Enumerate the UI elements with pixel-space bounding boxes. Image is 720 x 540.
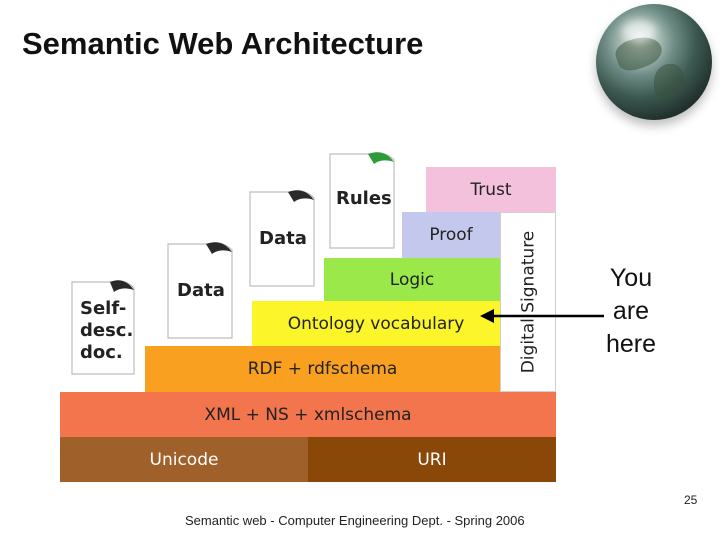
you-are-here-annotation: You are here <box>592 262 670 361</box>
self-desc-doc-line: Self- <box>80 298 127 319</box>
slide-title: Semantic Web Architecture <box>22 26 424 61</box>
data-doc-icon: Data <box>248 186 316 288</box>
rules-doc-label: Rules <box>336 188 392 209</box>
digital-signature-label: Digital Signature <box>518 230 538 374</box>
ontology-layer: Ontology vocabulary <box>252 301 500 346</box>
logic-layer: Logic <box>324 258 500 301</box>
digital-signature-layer: Digital Signature <box>500 212 556 392</box>
self-desc-doc-line: desc. <box>80 320 134 341</box>
you-are-here-arrow <box>480 309 604 323</box>
globe-landmass <box>654 64 684 100</box>
data-doc-icon: Data <box>166 238 234 340</box>
rdf-layer: RDF + rdfschema <box>145 346 500 392</box>
globe-icon <box>596 4 712 120</box>
slide-footer: Semantic web - Computer Engineering Dept… <box>185 513 525 528</box>
globe-highlight <box>622 20 656 42</box>
annotation-line: are <box>612 297 650 325</box>
data-doc-label: Data <box>259 228 307 249</box>
trust-layer: Trust <box>426 167 556 212</box>
rules-doc-icon: Rules <box>328 148 396 250</box>
annotation-line: here <box>605 330 657 358</box>
annotation-line: You <box>609 264 653 292</box>
self-desc-doc-icon: Self- desc. doc. <box>70 276 136 376</box>
uri-layer: URI <box>308 437 556 482</box>
self-desc-doc-line: doc. <box>80 342 123 363</box>
xml-layer: XML + NS + xmlschema <box>60 392 556 437</box>
unicode-layer: Unicode <box>60 437 308 482</box>
page-number: 25 <box>684 493 698 507</box>
data-doc-label: Data <box>177 280 225 301</box>
proof-layer: Proof <box>402 212 500 258</box>
